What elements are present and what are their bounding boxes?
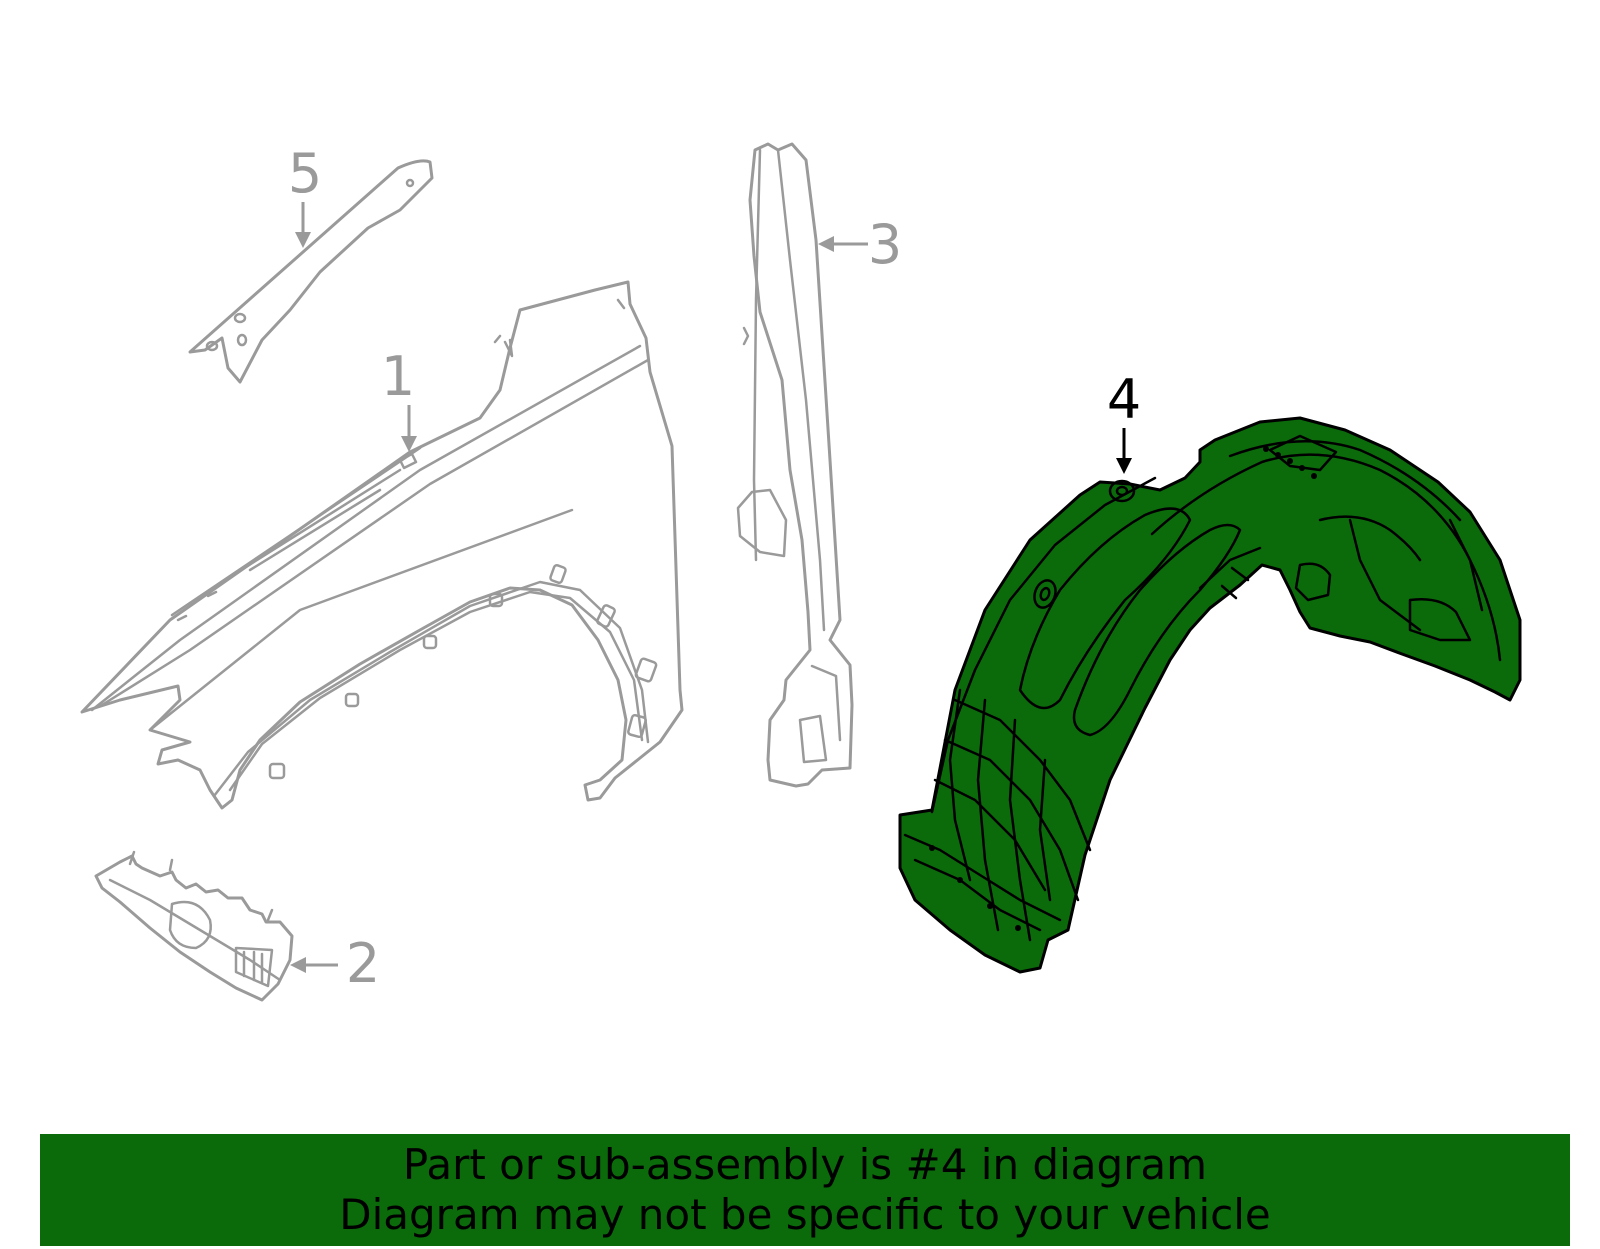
callout-3-label: 3 [868, 213, 902, 276]
callout-5-label: 5 [288, 142, 322, 205]
callout-4: 4 [1107, 368, 1141, 474]
banner-line-part-info: Part or sub-assembly is #4 in diagram [402, 1140, 1208, 1189]
callout-5: 5 [288, 142, 322, 248]
callout-1-label: 1 [381, 345, 415, 408]
part-2-retainer [94, 850, 294, 1002]
banner-line-disclaimer: Diagram may not be specific to your vehi… [339, 1190, 1271, 1239]
info-banner: Part or sub-assembly is #4 in diagram Di… [40, 1134, 1570, 1246]
callout-2: 2 [290, 932, 380, 995]
callout-4-label: 4 [1107, 368, 1141, 431]
callout-1: 1 [381, 345, 417, 452]
part-5-bracket [188, 159, 434, 384]
part-4-fender-liner [898, 416, 1522, 974]
part-1-fender [80, 280, 684, 810]
callout-3: 3 [818, 213, 902, 276]
callout-2-label: 2 [346, 932, 380, 995]
part-3-seal [736, 142, 854, 788]
